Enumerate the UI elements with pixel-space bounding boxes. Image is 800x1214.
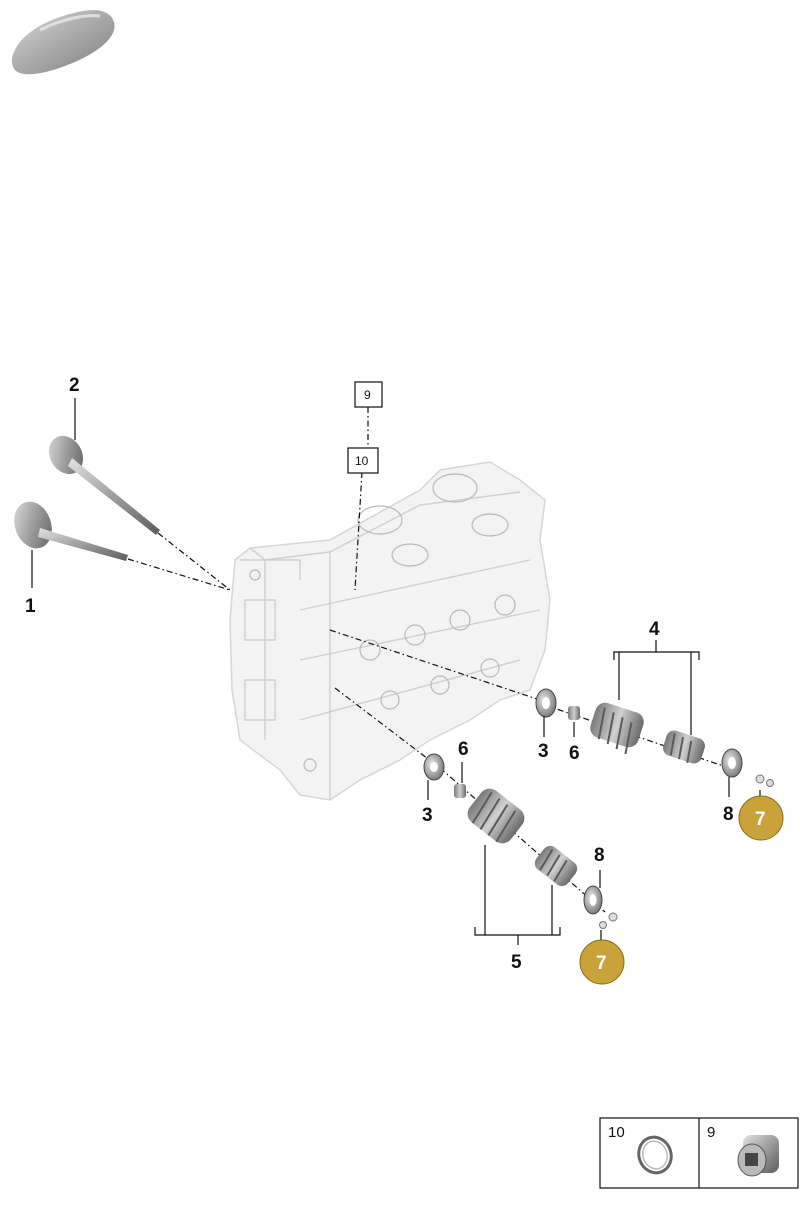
- callout-3-lower: 3: [422, 805, 433, 826]
- svg-text:7: 7: [596, 953, 607, 974]
- callout-4: 4: [649, 619, 660, 640]
- parts-table-number-9: 9: [707, 1124, 715, 1141]
- svg-text:9: 9: [364, 388, 371, 402]
- parts-table: 10 9: [599, 1117, 799, 1189]
- valve-stem-seal-lower: [423, 753, 445, 781]
- valve-keepers-upper: [755, 774, 774, 787]
- boxed-callout-10: 10: [347, 447, 379, 474]
- parts-table-number-10: 10: [608, 1124, 625, 1141]
- sealing-ring-icon: [637, 1135, 673, 1175]
- callout-3-upper: 3: [538, 741, 549, 762]
- outer-valve-spring-lower: [467, 788, 525, 844]
- valve-guide-lower: [454, 784, 466, 798]
- exhaust-valve: [48, 435, 160, 535]
- intake-valve: [14, 501, 128, 561]
- callout-5: 5: [511, 952, 522, 973]
- callout-8-upper: 8: [723, 804, 734, 825]
- inner-valve-spring-lower: [534, 845, 578, 887]
- callout-2: 2: [69, 375, 80, 396]
- car-silhouette-icon: [11, 10, 115, 75]
- svg-text:10: 10: [355, 454, 369, 468]
- valve-stem-seal-upper: [535, 688, 557, 718]
- highlight-badge-7-lower: 7: [579, 939, 625, 985]
- cylinder-head-illustration: [229, 461, 551, 801]
- callout-8-lower: 8: [594, 845, 605, 866]
- svg-text:7: 7: [755, 809, 766, 830]
- screw-plug-icon: [737, 1135, 779, 1177]
- callout-6-upper: 6: [569, 743, 580, 764]
- assembly-leader-lines: [127, 407, 736, 913]
- inner-valve-spring-upper: [663, 730, 705, 764]
- outer-valve-spring-upper: [590, 702, 644, 755]
- highlight-badge-7-upper: 7: [738, 795, 784, 841]
- callout-6-lower: 6: [458, 739, 469, 760]
- spring-retainer-upper: [721, 748, 743, 778]
- spring-retainer-lower: [583, 885, 603, 915]
- valve-guide-upper: [568, 706, 580, 720]
- callout-1: 1: [25, 596, 36, 617]
- valve-keepers-lower: [599, 912, 618, 929]
- boxed-callout-9: 9: [354, 381, 383, 408]
